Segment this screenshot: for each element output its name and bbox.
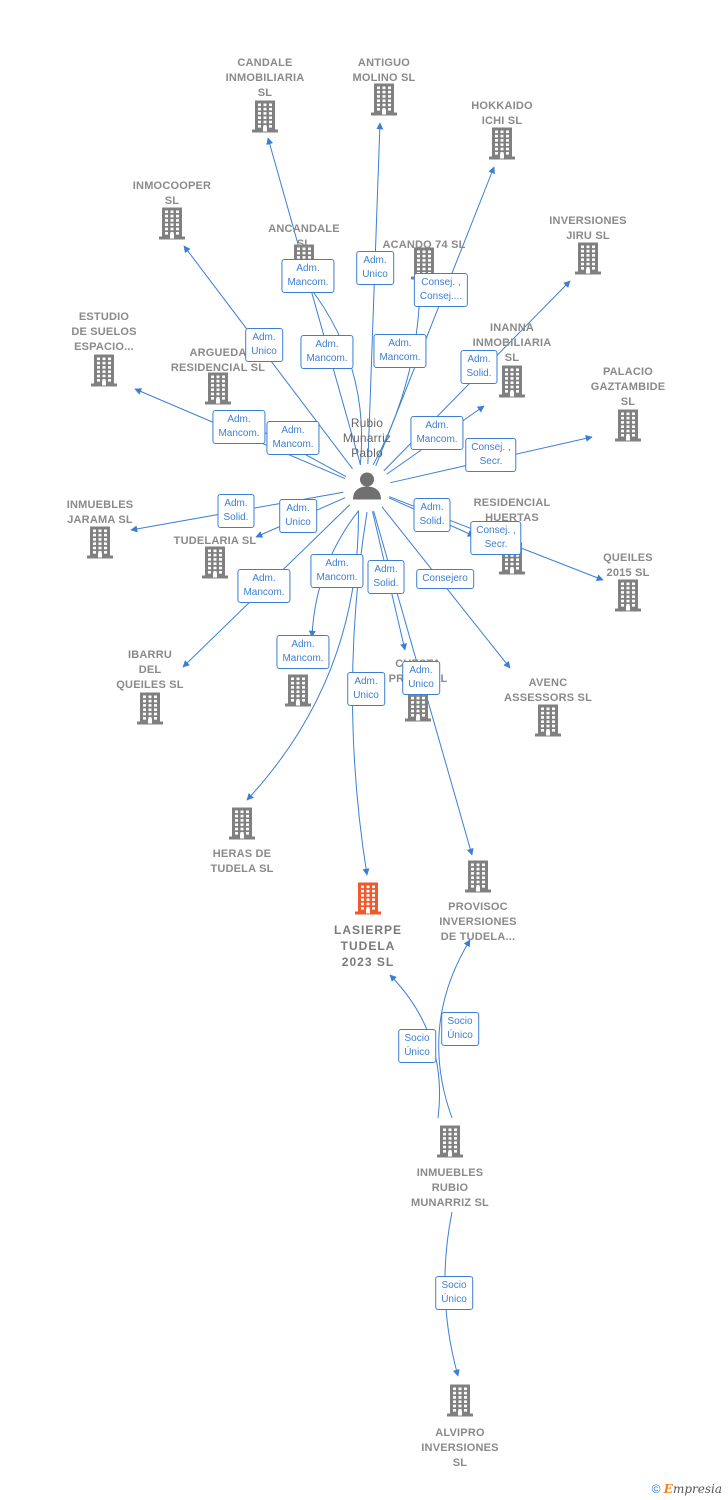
relation-label-tudelaria[interactable]: Adm. Unico [279,499,317,533]
building-icon[interactable] [155,206,189,245]
relation-label-residencial_huertas[interactable]: Adm. Solid. [413,498,451,532]
relation-label-queiles2015[interactable]: Consej. , Secr. [470,521,522,555]
company-label-acando[interactable]: ACANDO 74 SL [382,239,466,251]
building-icon[interactable] [201,371,235,410]
building-icon[interactable] [571,241,605,280]
person-icon[interactable] [351,470,383,507]
relation-label-heras[interactable]: Adm. Mancom. [310,554,364,588]
company-label-inmocooper[interactable]: INMOCOOPER SL [132,180,212,207]
relation-label-alvipro[interactable]: Socio Único [435,1276,473,1310]
company-label-jarama[interactable]: INMUEBLES JARAMA SL [66,499,134,526]
relation-label-t_m[interactable]: Adm. Mancom. [276,635,330,669]
relation-label-ancandale[interactable]: Adm. Mancom. [300,335,354,369]
relation-label-inanna[interactable]: Adm. Mancom. [410,416,464,450]
company-label-provisoc[interactable]: PROVISOC INVERSIONES DE TUDELA... [439,901,517,943]
relation-label-antiguo[interactable]: Adm. Unico [356,251,394,285]
building-icon[interactable] [351,881,385,920]
building-icon[interactable] [225,806,259,845]
building-icon[interactable] [433,1124,467,1163]
company-label-inversiones_jiru[interactable]: INVERSIONES JIRU SL [549,215,627,242]
edge-rubio-heras [246,510,359,801]
company-label-antiguo[interactable]: ANTIGUO MOLINO SL [352,57,416,84]
relation-label-jarama[interactable]: Adm. Solid. [217,494,255,528]
building-icon[interactable] [611,408,645,447]
building-icon[interactable] [531,703,565,742]
relation-label-cuesta[interactable]: Adm. Solid. [367,560,405,594]
building-icon[interactable] [443,1383,477,1422]
company-label-ancandale[interactable]: ANCANDALE SL [268,223,340,250]
relation-label-inmocooper[interactable]: Adm. Unico [245,328,283,362]
footer-credit: © Empresia [652,1482,722,1496]
company-label-palacio[interactable]: PALACIO GAZTAMBIDE SL [590,366,666,408]
edge-rubio-ancandale [307,284,363,466]
company-label-inanna[interactable]: INANNA INMOBILIARIA SL [472,322,552,364]
company-label-candale[interactable]: CANDALE INMOBILIARIA SL [225,57,305,99]
relation-label-palacio[interactable]: Consej. , Secr. [465,438,517,472]
edge-rubio-antiguo [367,122,384,465]
relation-label-hokkaido[interactable]: Consej. , Consej.... [413,273,469,307]
company-label-avenc[interactable]: AVENC ASSESSORS SL [504,677,592,704]
edge-rubio-candale [266,137,361,466]
company-label-alvipro[interactable]: ALVIPRO INVERSIONES SL [421,1427,499,1469]
company-label-hokkaido[interactable]: HOKKAIDO ICHI SL [471,100,533,127]
relation-label-candale[interactable]: Adm. Mancom. [281,259,335,293]
building-icon[interactable] [198,545,232,584]
relation-label-lasierpe[interactable]: Socio Único [398,1029,436,1063]
company-label-queiles2015[interactable]: QUEILES 2015 SL [603,552,653,579]
edge-inmuebles_rubio-provisoc [438,939,471,1119]
brand-name[interactable]: Empresia [663,1482,722,1496]
relation-label-provisoc[interactable]: Socio Único [441,1012,479,1046]
relation-label-estudio[interactable]: Adm. Mancom. [212,410,266,444]
edge-rubio-acando [372,287,424,466]
copyright-symbol: © [651,1482,661,1496]
company-label-tudelaria[interactable]: TUDELARIA SL [173,535,257,547]
building-icon[interactable] [281,673,315,712]
building-icon[interactable] [83,525,117,564]
relation-label-ibarru[interactable]: Adm. Mancom. [237,569,291,603]
company-label-ibarru[interactable]: IBARRU DEL QUEILES SL [116,649,184,691]
company-label-inmuebles_rubio[interactable]: INMUEBLES RUBIO MUNARRIZ SL [411,1167,489,1209]
company-label-argueda[interactable]: ARGUEDA RESIDENCIAL SL [170,347,266,374]
company-label-lasierpe[interactable]: LASIERPE TUDELA 2023 SL [333,923,403,969]
company-label-estudio[interactable]: ESTUDIO DE SUELOS ESPACIO... [71,311,137,353]
relation-label-argueda[interactable]: Adm. Mancom. [266,421,320,455]
person-label[interactable]: Rubio Munarriz Pablo [342,416,392,460]
relation-edges [130,122,604,1377]
relation-label-lasierpe[interactable]: Adm. Unico [347,672,385,706]
relation-label-acando[interactable]: Adm. Mancom. [373,334,427,368]
building-icon[interactable] [133,691,167,730]
relation-label-provisoc[interactable]: Adm. Unico [402,661,440,695]
building-icon[interactable] [248,99,282,138]
building-icon[interactable] [461,859,495,898]
building-icon[interactable] [87,353,121,392]
building-icon[interactable] [611,578,645,617]
relation-label-inversiones_jiru[interactable]: Adm. Solid. [460,350,498,384]
company-label-heras[interactable]: HERAS DE TUDELA SL [210,848,274,875]
building-icon[interactable] [367,82,401,121]
relation-label-avenc[interactable]: Consejero [416,569,474,589]
building-icon[interactable] [495,364,529,403]
building-icon[interactable] [485,126,519,165]
